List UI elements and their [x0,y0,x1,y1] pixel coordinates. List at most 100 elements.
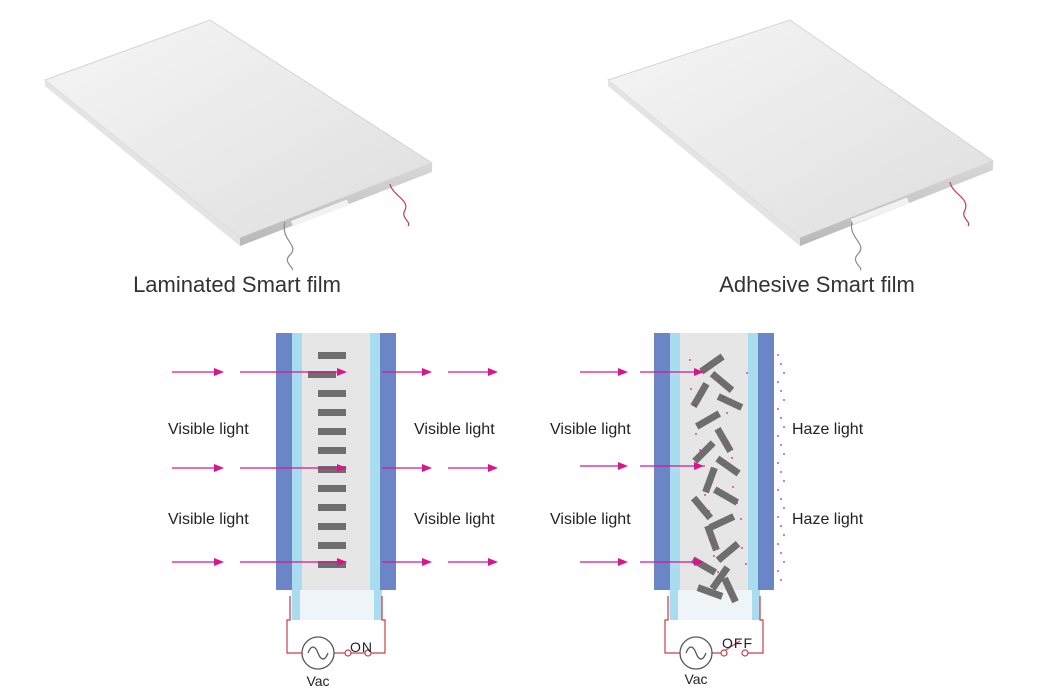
scatter-dot [780,444,782,446]
crystal-bar [702,466,718,494]
scatter-dot [780,471,782,473]
crystal-bar [690,495,714,521]
scatter-dot [777,543,779,545]
scatter-dot [777,462,779,464]
switch-contact [344,649,352,657]
on-outgoing-label-1: Visible light [414,421,495,438]
off-switch-label: OFF [722,635,753,651]
adhesive-film-illustration [606,19,995,271]
scatter-dot [689,359,691,361]
scatter-dot [783,399,785,401]
on-incoming-label-2: Visible light [168,511,249,528]
crystal-bar [709,565,731,591]
outer-glass-left [654,333,670,590]
inner-layer-right [748,333,758,590]
crystal-bar [712,486,740,506]
scattered-light-dots [689,354,785,581]
scatter-dot [780,363,782,365]
scatter-dot [783,372,785,374]
scatter-dot [722,396,724,398]
scatter-dot [783,453,785,455]
on-state-light-arrows [172,368,498,566]
crystal-bar [721,576,739,604]
scatter-dot [731,457,733,459]
open-switch [723,640,741,652]
scatter-dot [780,390,782,392]
crystal-bar [318,390,346,397]
switch-contact [364,649,372,657]
scatter-dot [690,388,692,390]
crystal-bar [318,409,346,416]
scatter-dot [717,571,719,573]
scatter-dot [746,372,748,374]
scatter-dot [783,426,785,428]
scatter-dot [783,561,785,563]
on-source-label: Vac [306,673,329,689]
crystal-bar [318,352,346,359]
crystal-bar [708,513,736,531]
on-state-circuit [286,596,386,670]
off-incoming-label-2: Visible light [550,511,631,528]
crystal-bar [318,466,346,473]
crystal-bar [318,561,346,568]
scatter-dot [780,525,782,527]
scatter-dot [777,435,779,437]
scatter-dot [732,486,734,488]
laminated-film-caption: Laminated Smart film [133,272,341,297]
inner-layer-left [670,333,680,590]
outer-glass-right [380,333,396,590]
scatter-dot [777,570,779,572]
scatter-dot [780,498,782,500]
film-base [290,590,382,620]
switch-contact [741,649,749,657]
crystal-bar [318,447,346,454]
on-state-cross-section [276,333,396,620]
off-state-light-arrows [580,368,704,566]
crystal-bar [318,485,346,492]
scatter-dot [695,433,697,435]
crystal-bar [714,426,734,454]
scatter-dot [783,534,785,536]
crystal-bar [318,504,346,511]
crystal-bar [318,523,346,530]
crystal-bar [692,440,716,464]
scatter-dot [783,480,785,482]
crystal-bar [694,410,722,430]
crystal-bar [709,370,735,394]
crystal-bar [704,524,720,552]
scatter-dot [740,518,742,520]
switch-contact [720,649,728,657]
scatter-dot [780,552,782,554]
scatter-dot [694,404,696,406]
crystal-bar [715,540,741,564]
scatter-dot [709,539,711,541]
aligned-crystal-bars [308,352,346,568]
scatter-dot [777,489,779,491]
scatter-dot [780,417,782,419]
scatter-dot [703,465,705,467]
scatter-dot [708,510,710,512]
scatter-dot [699,449,701,451]
crystal-bar [696,584,724,600]
scatter-dot [736,502,738,504]
random-crystal-bars [690,353,744,604]
scatter-dot [718,380,720,382]
crystal-bar [308,371,336,378]
crystal-bar [318,428,346,435]
scatter-dot [726,412,728,414]
crystal-bar [318,542,346,549]
scatter-dot [727,441,729,443]
adhesive-film-caption: Adhesive Smart film [719,272,915,297]
outer-glass-left [276,333,292,590]
scatter-dot [777,354,779,356]
outer-glass-right [758,333,774,590]
off-outgoing-label-2: Haze light [792,511,864,528]
off-incoming-label-1: Visible light [550,421,631,438]
laminated-film-illustration [43,19,434,271]
scatter-dot [704,494,706,496]
scatter-dot [777,516,779,518]
crystal-bar [699,353,725,375]
scatter-dot [783,507,785,509]
scatter-dot [713,555,715,557]
